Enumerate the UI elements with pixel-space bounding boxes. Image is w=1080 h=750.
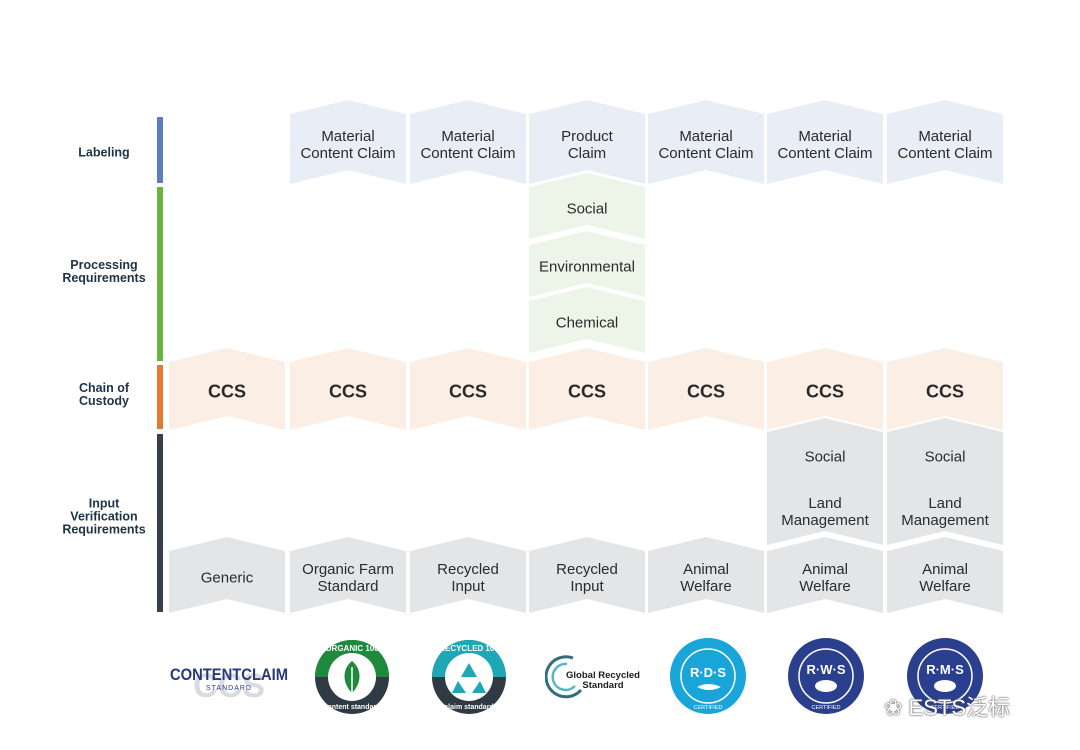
processing-cell-4-3: Chemical (529, 287, 645, 353)
input-extra-cell-6-1-label: Social (804, 448, 846, 466)
content-claim-standard-logo: CCS CONTENTCLAIM STANDARD (168, 650, 290, 704)
row-label-processing-requirements: Processing Requirements (62, 258, 146, 285)
svg-text:Global Recycled: Global Recycled (566, 670, 640, 681)
labeling-cell-6: Material Content Claim (767, 100, 883, 184)
processing-cell-4-3-label: Chemical (555, 314, 619, 332)
processing-cell-4-2: Environmental (529, 231, 645, 297)
input-extra-cell-7-2: Land Management (887, 473, 1003, 545)
labeling-cell-5: Material Content Claim (648, 100, 764, 184)
svg-text:STANDARD: STANDARD (206, 685, 252, 692)
row-label-labeling: Labeling (78, 145, 130, 160)
processing-cell-4-1: Social (529, 173, 645, 239)
input-extra-cell-6-2: Land Management (767, 473, 883, 545)
svg-text:CERTIFIED: CERTIFIED (694, 705, 723, 711)
global-recycled-standard-logo: Global Recycled Standard (545, 650, 641, 700)
svg-text:Standard: Standard (582, 680, 623, 691)
organic-100-content-standard-logo: ORGANIC 100 content standard (314, 639, 390, 715)
chain-of-custody-cell-7-label: CCS (925, 381, 964, 402)
input-cell-4-label: Recycled Input (556, 561, 618, 595)
labeling-cell-2-label: Material Content Claim (300, 128, 396, 162)
svg-text:CCS: CCS (193, 667, 265, 704)
input-cell-6-label: Animal Welfare (799, 561, 851, 595)
processing-cell-4-2-label: Environmental (539, 258, 635, 276)
chain-of-custody-cell-1: CCS (169, 348, 285, 430)
input-cell-3: Recycled Input (410, 537, 526, 613)
input-cell-1: Generic (169, 537, 285, 613)
input-cell-5-label: Animal Welfare (680, 561, 732, 595)
input-cell-6: Animal Welfare (767, 537, 883, 613)
row-label-chain-of-custody: Chain of Custody (79, 381, 129, 408)
input-cell-1-label: Generic (200, 569, 254, 587)
input-cell-5: Animal Welfare (648, 537, 764, 613)
labeling-cell-4-label: Product Claim (561, 128, 613, 162)
svg-text:ORGANIC 100: ORGANIC 100 (325, 644, 379, 653)
chain-of-custody-cell-3-label: CCS (448, 381, 487, 402)
input-cell-2-label: Organic Farm Standard (302, 561, 394, 595)
chain-of-custody-cell-4: CCS (529, 348, 645, 430)
chain-of-custody-cell-2: CCS (290, 348, 406, 430)
input-cell-2: Organic Farm Standard (290, 537, 406, 613)
svg-text:CERTIFIED: CERTIFIED (812, 705, 841, 711)
chain-of-custody-cell-1-label: CCS (207, 381, 246, 402)
labeling-cell-6-label: Material Content Claim (777, 128, 873, 162)
input-extra-cell-6-2-label: Land Management (781, 495, 869, 529)
svg-text:RECYCLED 100: RECYCLED 100 (439, 644, 499, 653)
labeling-cell-3-label: Material Content Claim (420, 128, 516, 162)
input-extra-cell-7-1: Social (887, 418, 1003, 490)
input-cell-4: Recycled Input (529, 537, 645, 613)
chain-of-custody-cell-4-label: CCS (567, 381, 606, 402)
chain-of-custody-cell-6: CCS (767, 348, 883, 430)
watermark: ❀ ESTS泛标 (884, 690, 1010, 722)
processing-cell-4-1-label: Social (566, 200, 608, 218)
watermark-text: ESTS泛标 (908, 695, 1011, 720)
chain-of-custody-cell-7: CCS (887, 348, 1003, 430)
svg-text:CERTIFIED: CERTIFIED (931, 705, 960, 711)
input-cell-7: Animal Welfare (887, 537, 1003, 613)
recycled-100-claim-standard-logo: RECYCLED 100 claim standard (431, 639, 507, 715)
labeling-cell-3: Material Content Claim (410, 100, 526, 184)
input-extra-cell-7-2-label: Land Management (901, 495, 989, 529)
wechat-icon: ❀ (884, 695, 909, 720)
svg-text:content standard: content standard (324, 704, 381, 711)
labeling-cell-7: Material Content Claim (887, 100, 1003, 184)
responsible-mohair-standard-logo: R·M·S CERTIFIED (906, 637, 984, 715)
responsible-wool-standard-logo: R·W·S CERTIFIED (787, 637, 865, 715)
svg-text:R·D·S: R·D·S (690, 665, 726, 680)
chain-of-custody-cell-6-label: CCS (805, 381, 844, 402)
labeling-cell-2: Material Content Claim (290, 100, 406, 184)
chain-of-custody-cell-2-label: CCS (328, 381, 367, 402)
input-cell-3-label: Recycled Input (437, 561, 499, 595)
input-verification-bar (157, 434, 163, 612)
svg-text:CONTENTCLAIM: CONTENTCLAIM (170, 665, 288, 684)
chain-of-custody-bar (157, 365, 163, 429)
svg-text:claim standard: claim standard (444, 704, 493, 711)
processing-bar (157, 187, 163, 361)
labeling-cell-4: Product Claim (529, 100, 645, 184)
chain-of-custody-cell-5-label: CCS (686, 381, 725, 402)
svg-text:R·M·S: R·M·S (926, 662, 964, 677)
input-cell-7-label: Animal Welfare (919, 561, 971, 595)
responsible-down-standard-logo: R·D·S CERTIFIED (669, 637, 747, 715)
svg-text:R·W·S: R·W·S (807, 662, 846, 677)
labeling-cell-7-label: Material Content Claim (897, 128, 993, 162)
input-extra-cell-7-1-label: Social (924, 448, 966, 466)
labeling-cell-5-label: Material Content Claim (658, 128, 754, 162)
labeling-bar (157, 117, 163, 183)
chain-of-custody-cell-5: CCS (648, 348, 764, 430)
input-extra-cell-6-1: Social (767, 418, 883, 490)
row-label-input-verification-requirements: Input Verification Requirements (62, 496, 146, 537)
chain-of-custody-cell-3: CCS (410, 348, 526, 430)
